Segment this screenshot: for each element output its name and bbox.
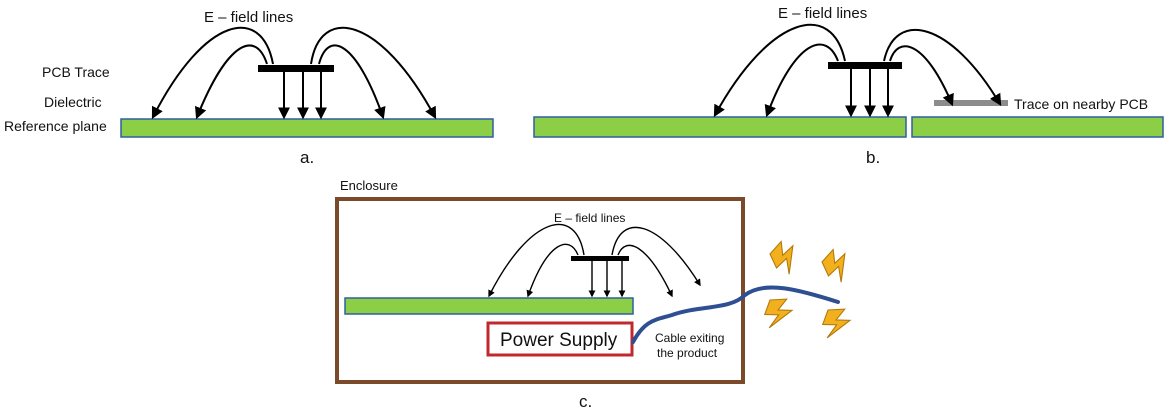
e-field-label-b: E – field lines [778, 5, 867, 22]
cable-label-line2: the product [657, 346, 718, 360]
pcb-trace-c [571, 256, 629, 261]
panel-a: E – field lines PCB Trace Dielectric Ref… [4, 9, 494, 167]
power-supply-label: Power Supply [500, 330, 618, 351]
enclosure-label: Enclosure [340, 178, 398, 193]
panel-b: E – field lines Trace on nearby PCB b. [533, 5, 1164, 167]
pcb-trace-b [828, 62, 902, 69]
caption-a: a. [300, 148, 314, 167]
field-line-a-outer-right [310, 26, 437, 120]
reference-plane-c [344, 297, 634, 315]
lightning-icon-4 [818, 303, 854, 344]
lightning-icon-1 [766, 237, 804, 279]
nearby-pcb-trace [934, 100, 1008, 106]
field-line-b-outer-left [713, 23, 846, 118]
emission-lightning [760, 237, 856, 344]
reference-plane-b-nearby [911, 116, 1164, 138]
field-line-c-inner-left [526, 243, 579, 298]
cable-label-line1: Cable exiting [655, 331, 724, 345]
reference-plane-a [120, 118, 494, 138]
field-line-b-inner-right [889, 45, 954, 107]
exiting-cable [631, 285, 840, 344]
enclosure-box [335, 197, 745, 384]
field-line-c-outer-right [611, 226, 701, 287]
reference-plane-b-main [533, 116, 907, 138]
field-line-c-outer-left [488, 223, 585, 298]
power-supply-box [486, 321, 634, 357]
nearby-trace-label: Trace on nearby PCB [1014, 96, 1148, 112]
panel-c: Enclosure E – field lines Power Supply C… [335, 178, 856, 411]
lightning-icon-3 [760, 293, 796, 334]
e-field-label-a: E – field lines [204, 9, 293, 26]
dielectric-label: Dielectric [44, 94, 102, 110]
field-lines-a [151, 26, 437, 120]
field-line-a-outer-left [151, 26, 274, 120]
field-line-b-outer-right [883, 28, 1002, 107]
field-line-a-inner-right [318, 44, 386, 120]
caption-b: b. [866, 148, 880, 167]
field-lines-b [713, 23, 1002, 118]
field-line-b-inner-left [764, 43, 839, 118]
e-field-label-c: E – field lines [554, 211, 625, 225]
lightning-icon-2 [818, 245, 856, 287]
pcb-trace-a [258, 65, 334, 72]
reference-plane-label: Reference plane [4, 118, 107, 134]
field-lines-c [488, 223, 701, 298]
field-line-a-inner-left [195, 44, 268, 120]
field-line-c-inner-right [617, 244, 673, 298]
caption-c: c. [579, 392, 592, 411]
pcb-trace-label: PCB Trace [42, 64, 110, 80]
